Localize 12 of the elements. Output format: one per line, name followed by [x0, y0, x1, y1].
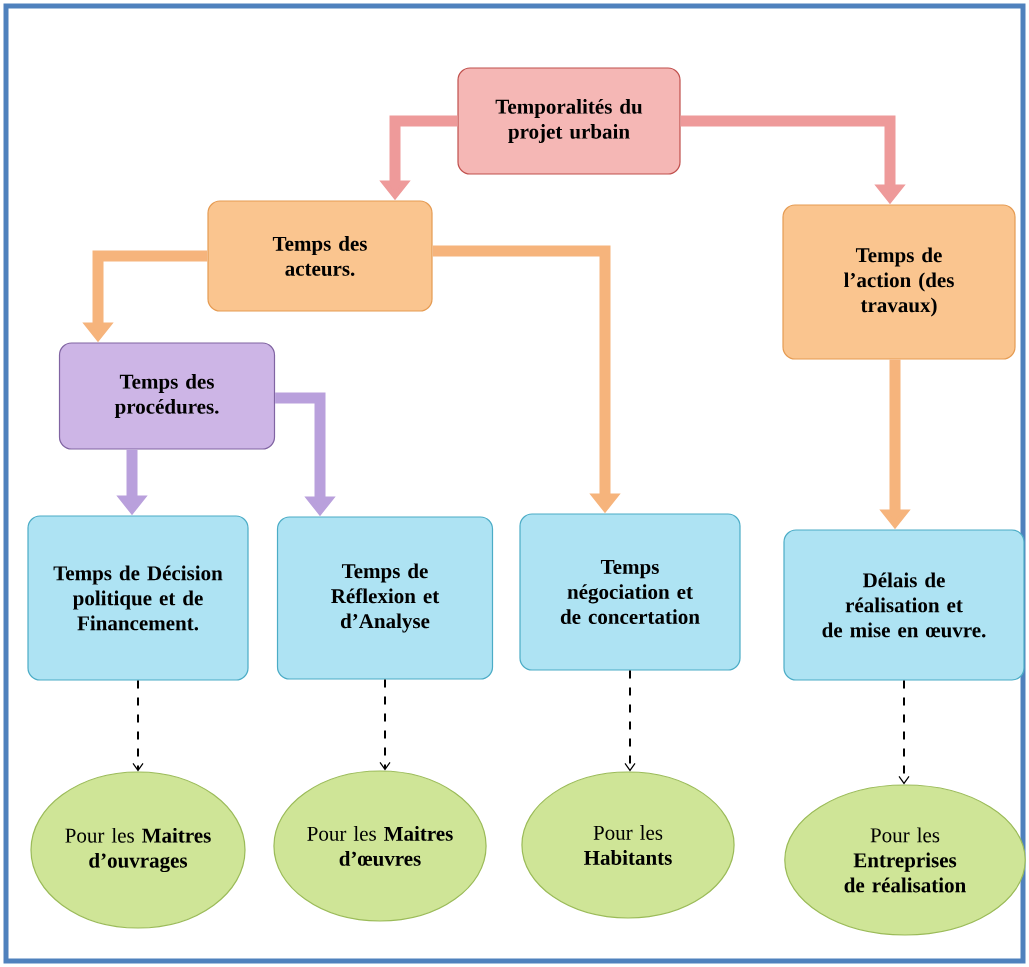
- process-box: Temps négociation et de concertation: [519, 513, 741, 671]
- arrow: [624, 669, 636, 772]
- arrow: [379, 678, 391, 771]
- process-box: Temporalités du projet urbain: [457, 67, 681, 175]
- process-box: Délais de réalisation et de mise en œuvre.: [783, 529, 1025, 681]
- process-box: Temps des acteurs.: [207, 200, 433, 312]
- process-box: Temps de Décision politique et de Financement.: [27, 515, 249, 681]
- arrow: [132, 679, 144, 772]
- process-box: Temps de l’action (des travaux): [782, 204, 1016, 360]
- process-box: Temps de Réflexion et d’Analyse: [276, 516, 494, 680]
- arrow: [898, 679, 910, 785]
- process-box: Temps des procédures.: [58, 342, 276, 450]
